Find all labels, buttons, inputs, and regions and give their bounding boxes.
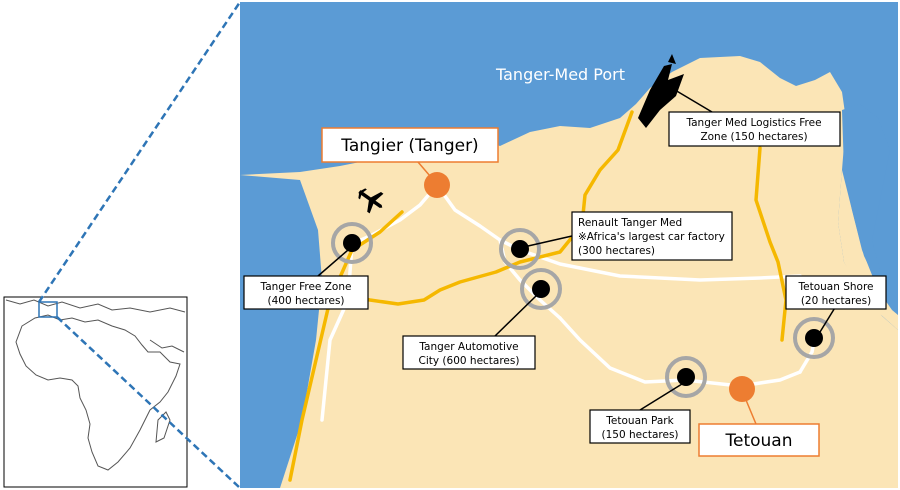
zone-box-tetouan-shore: Tetouan Shore (20 hectares) bbox=[785, 275, 887, 310]
zone-box-tanger-free: Tanger Free Zone (400 hectares) bbox=[243, 275, 369, 310]
tangier-city-dot bbox=[424, 172, 450, 198]
inset-highlight-box bbox=[38, 301, 58, 318]
zone-marker-tetouan-shore bbox=[793, 317, 835, 359]
zone-tetouan-shore-line2: (20 hectares) bbox=[801, 295, 871, 307]
tetouan-label: Tetouan bbox=[698, 423, 820, 457]
road-tangier-free bbox=[350, 183, 439, 246]
airplane-icon bbox=[358, 188, 384, 214]
leader-tetouan-park bbox=[639, 383, 683, 411]
zone-box-logistics: Tanger Med Logistics Free Zone (150 hect… bbox=[668, 111, 841, 147]
zone-logistics-line2: Zone (150 hectares) bbox=[700, 131, 807, 143]
zone-tetouan-shore-line1: Tetouan Shore bbox=[797, 281, 873, 293]
zone-marker-automotive-city bbox=[520, 268, 562, 310]
leader-tetouan-shore bbox=[819, 305, 837, 333]
road-south-2 bbox=[558, 316, 802, 388]
tangier-label-text: Tangier (Tanger) bbox=[340, 136, 478, 156]
zone-tetouan-park-line2: (150 hectares) bbox=[601, 429, 678, 441]
ship-icon bbox=[638, 54, 684, 128]
zone-automotive-line2: City (600 hectares) bbox=[419, 355, 520, 367]
africa-outline bbox=[15, 314, 181, 471]
leader-tetouan bbox=[745, 399, 757, 425]
zone-tanger-free-line2: (400 hectares) bbox=[267, 295, 344, 307]
leader-tangier bbox=[417, 161, 431, 177]
zone-renault-line1: Renault Tanger Med bbox=[578, 217, 682, 229]
zone-marker-tetouan-park bbox=[665, 356, 707, 398]
zone-renault-line3: (300 hectares) bbox=[578, 245, 655, 257]
europe-outline bbox=[5, 299, 186, 313]
zone-logistics-line1: Tanger Med Logistics Free bbox=[685, 117, 821, 129]
highway-east bbox=[754, 146, 788, 342]
tetouan-city-dot bbox=[729, 376, 755, 402]
east-sea-inlet bbox=[842, 104, 898, 315]
city-leader-lines bbox=[417, 161, 757, 425]
zoom-line-top bbox=[37, 1, 242, 303]
leader-automotive bbox=[494, 295, 537, 337]
roads bbox=[320, 183, 817, 422]
arabia-outline bbox=[149, 339, 185, 353]
zone-box-tetouan-park: Tetouan Park (150 hectares) bbox=[589, 409, 691, 444]
leader-logistics bbox=[674, 89, 713, 113]
zone-box-automotive-city: Tanger Automotive City (600 hectares) bbox=[402, 335, 536, 370]
highway-port bbox=[346, 110, 634, 306]
leader-tanger-free bbox=[317, 249, 349, 277]
inset-map bbox=[3, 296, 188, 488]
leader-lines bbox=[317, 89, 837, 411]
zone-automotive-line1: Tanger Automotive bbox=[418, 341, 518, 353]
zone-renault-line2: ※Africa's largest car factory bbox=[578, 231, 725, 243]
road-interior bbox=[518, 248, 802, 282]
zone-box-renault: Renault Tanger Med ※Africa's largest car… bbox=[571, 211, 733, 261]
west-coast-sea bbox=[240, 175, 322, 488]
zone-marker-renault bbox=[499, 228, 541, 270]
leader-renault bbox=[527, 235, 573, 247]
road-west bbox=[320, 242, 354, 422]
road-tangier-rmed bbox=[435, 183, 522, 252]
tangier-label: Tangier (Tanger) bbox=[321, 127, 499, 163]
port-label: Tanger-Med Port bbox=[495, 65, 625, 84]
zone-tetouan-park-line1: Tetouan Park bbox=[605, 415, 674, 427]
tetouan-label-text: Tetouan bbox=[725, 431, 793, 451]
main-map: Tanger-Med Port bbox=[240, 2, 898, 488]
zone-tanger-free-line1: Tanger Free Zone bbox=[260, 281, 352, 293]
zone-marker-tanger-free bbox=[331, 222, 373, 264]
zoom-line-bottom bbox=[56, 316, 241, 489]
